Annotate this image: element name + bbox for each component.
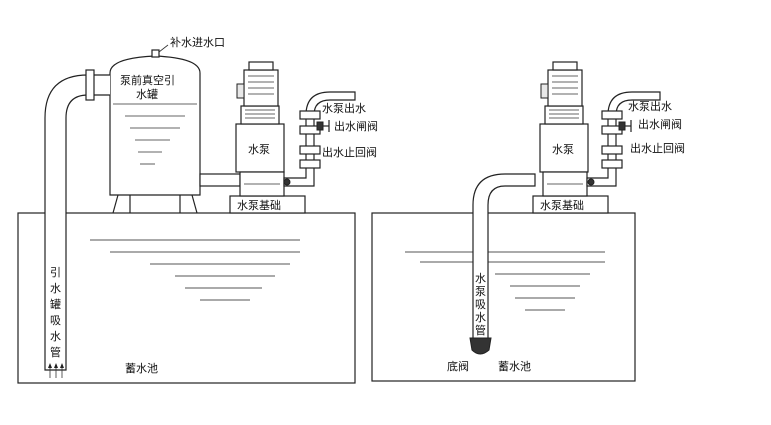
foot-valve — [469, 337, 492, 355]
right-pump-label: 水泵 — [552, 143, 574, 156]
left-inlet-arrows — [48, 363, 64, 378]
vertical-label-char: 吸 — [50, 314, 61, 327]
right-reservoir — [371, 212, 636, 382]
vertical-label-char: 水 — [475, 311, 486, 324]
right-gate-valve — [618, 121, 626, 131]
left-check-valve-label: 出水止回阀 — [322, 145, 377, 159]
vertical-label-char: 水 — [50, 330, 61, 343]
vertical-label-char: 泵 — [475, 285, 486, 298]
right-gate-valve-label: 出水闸阀 — [638, 117, 682, 131]
vacuum-tank-label-2: 水罐 — [136, 88, 158, 101]
vertical-label-char: 引 — [50, 265, 61, 279]
right-check-valve-label: 出水止回阀 — [630, 141, 685, 155]
foot-valve-label: 底阀 — [447, 359, 469, 373]
makeup-inlet-label: 补水进水口 — [170, 36, 225, 49]
left-vacuum-tank — [109, 55, 201, 196]
left-gate-valve-label: 出水闸阀 — [334, 119, 378, 133]
vacuum-tank-label-1: 泵前真空引 — [120, 73, 175, 87]
vertical-label-char: 管 — [50, 345, 61, 359]
left-pump-label: 水泵 — [248, 143, 270, 156]
left-water-surface — [90, 239, 300, 301]
suction-pipe-flange — [85, 69, 95, 101]
vertical-label-char: 水 — [475, 272, 486, 285]
right-system: 水泵基础 水泵 水泵出水 出水闸阀 出水止回阀 底阀 蓄水池 — [371, 61, 685, 382]
left-system: 补水进水口 泵前真空引 水罐 水泵基础 水泵 — [17, 36, 378, 384]
right-water-surface — [405, 251, 605, 311]
left-pump-base-label: 水泵基础 — [237, 199, 281, 212]
left-gate-valve — [316, 121, 324, 131]
right-pump-outlet-label: 水泵出水 — [628, 99, 672, 113]
left-reservoir-label: 蓄水池 — [125, 362, 158, 375]
vertical-label-char: 罐 — [50, 298, 61, 311]
tank-to-pump-pipe — [199, 173, 241, 187]
makeup-inlet-nozzle — [151, 49, 160, 58]
left-reservoir — [17, 212, 356, 384]
vertical-label-char: 管 — [475, 323, 486, 337]
vertical-label-char: 吸 — [475, 298, 486, 311]
left-pump-body — [235, 123, 285, 173]
left-pump-outlet-label: 水泵出水 — [322, 101, 366, 115]
right-pump-base-label: 水泵基础 — [540, 199, 584, 212]
left-suction-pipe — [44, 74, 110, 371]
right-reservoir-label: 蓄水池 — [498, 360, 531, 373]
vertical-label-char: 水 — [50, 282, 61, 295]
